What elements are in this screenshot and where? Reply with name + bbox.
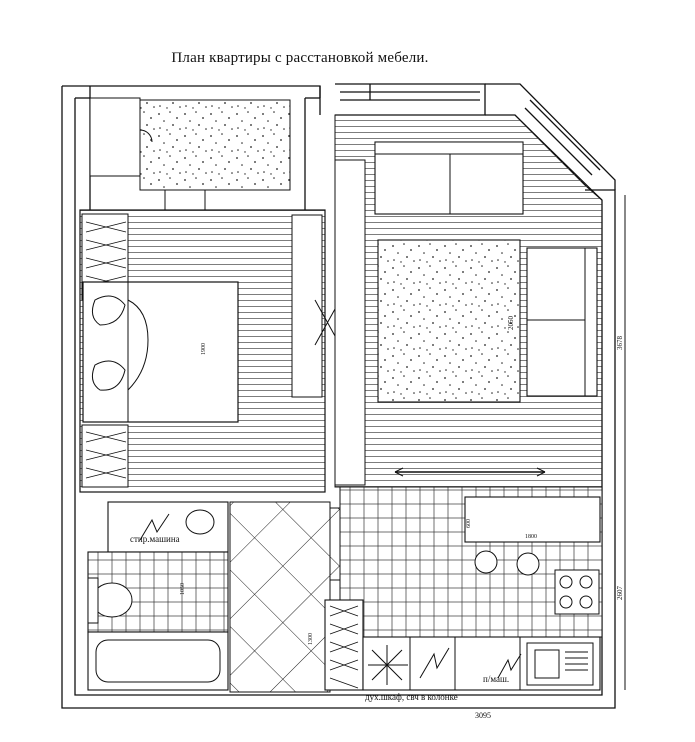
counter-depth-label: 600 (466, 519, 472, 528)
balcony-door-swing (139, 129, 153, 143)
wardrobe-hangers (85, 221, 127, 479)
bath-width-label: 1050 (180, 583, 186, 595)
rug (377, 239, 521, 403)
tv-cabinet (334, 159, 366, 486)
rug-label: 2050 (507, 316, 515, 331)
balcony-floor (139, 99, 291, 191)
oven-column (324, 599, 364, 691)
sink-icon (185, 509, 215, 535)
sofa-top (374, 141, 524, 215)
bed-length-label: 1900 (201, 343, 207, 355)
hallway-floor (229, 501, 331, 693)
washer-icon (139, 513, 170, 541)
fridge-icon (368, 645, 408, 685)
stool-2 (516, 552, 540, 576)
plan-title: План квартиры с расстановкой мебели. (171, 50, 429, 66)
balcony-door (164, 189, 206, 211)
kitchen-island (464, 496, 601, 543)
dishwasher-label: п/маш. (483, 674, 509, 684)
room-dim-label: 3678 (616, 336, 624, 351)
stool-1 (474, 550, 498, 574)
sofa-right (526, 247, 598, 397)
bottom-dim-label: 3095 (475, 711, 491, 720)
bedroom-cabinet (291, 214, 323, 398)
dishwasher-mark-icon (419, 647, 450, 679)
kitchen-dim-label: 2607 (616, 586, 624, 601)
column-dim-label: 1300 (308, 633, 314, 645)
washer-label: стир.машина (130, 534, 180, 544)
cooktop-icon (554, 569, 600, 615)
bed: 1900 (82, 281, 239, 423)
oven-note-label: дух.шкаф, свч в колонке (365, 692, 458, 702)
balcony-wall (89, 97, 141, 177)
counter-length-label: 1800 (525, 534, 537, 540)
